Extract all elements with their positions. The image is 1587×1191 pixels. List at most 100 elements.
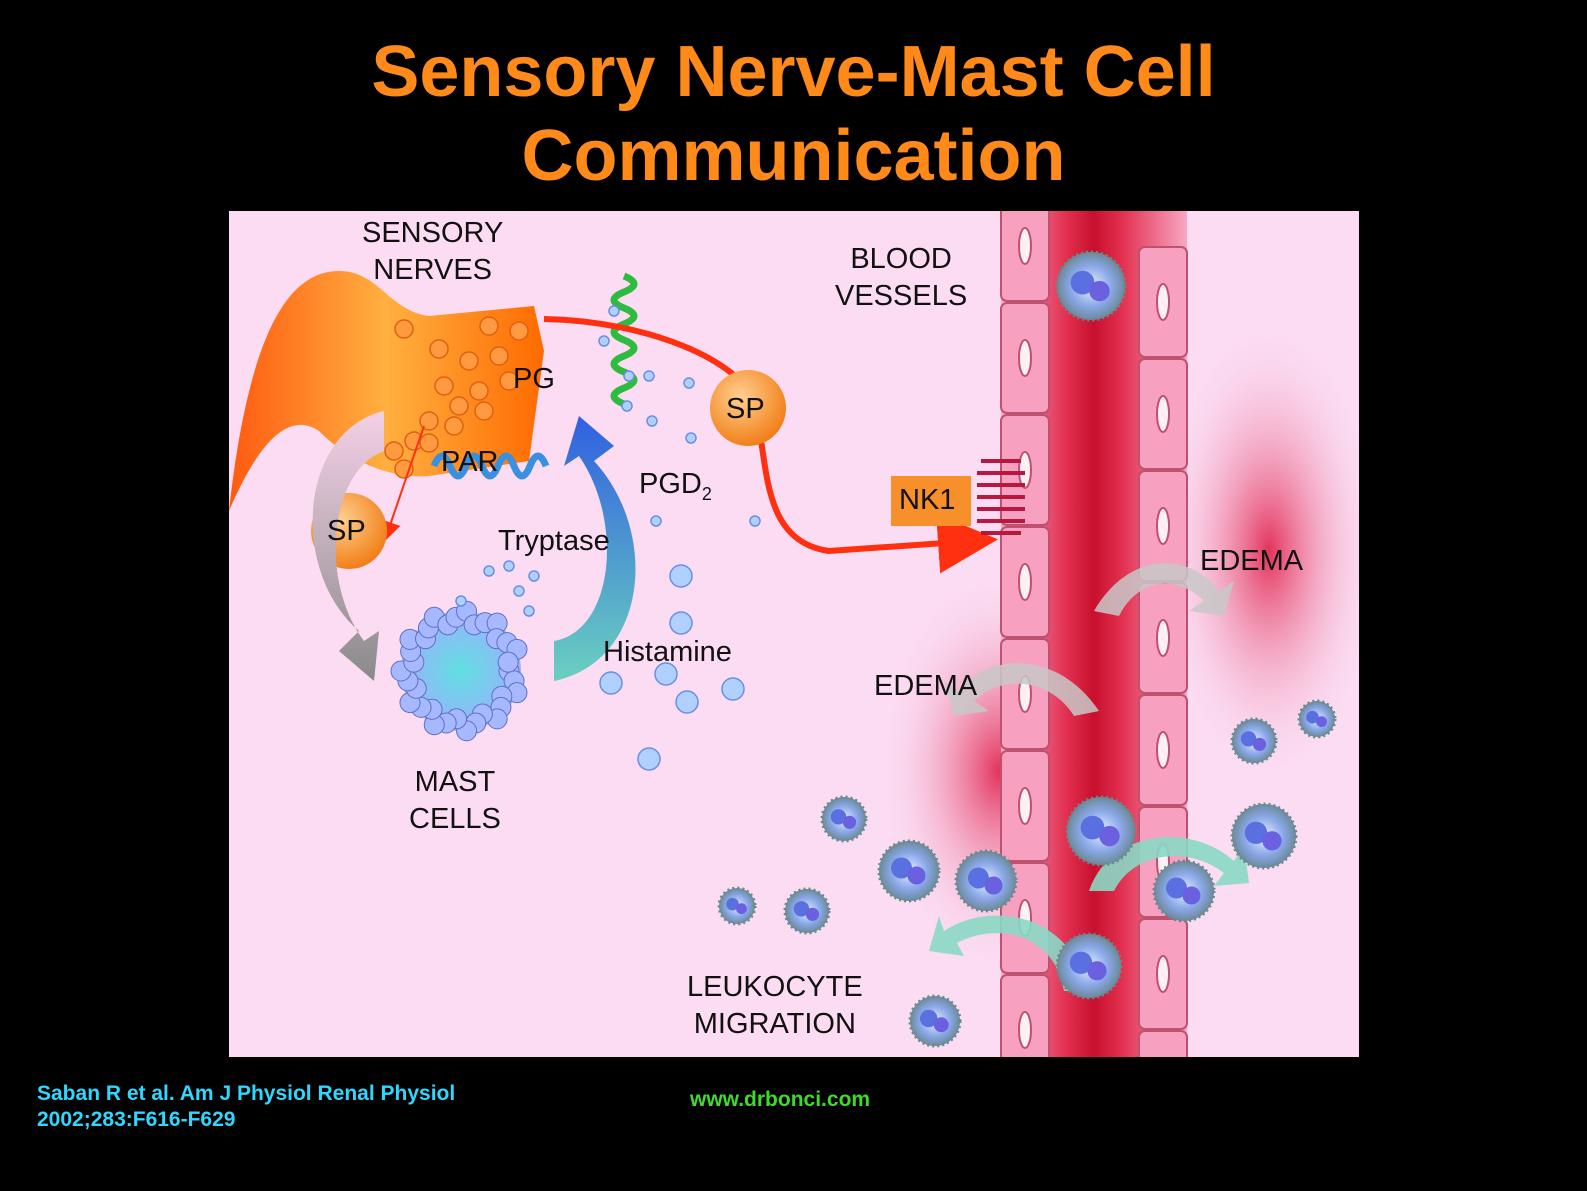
mediator-dot <box>523 605 535 617</box>
leukocyte-nucleus-lobe <box>726 897 739 911</box>
nerve-vesicle <box>419 433 439 453</box>
endothelial-nucleus <box>1156 731 1170 769</box>
nerve-vesicle <box>419 411 439 431</box>
slide-title-line1: Sensory Nerve-Mast Cell <box>371 32 1216 112</box>
label-nk1: NK1 <box>899 484 956 516</box>
endothelial-cell <box>1138 1030 1188 1057</box>
leukocyte-nucleus-lobe <box>1182 886 1201 905</box>
leukocyte <box>877 839 941 903</box>
leukocyte <box>1152 859 1216 923</box>
nerve-vesicle <box>434 376 454 396</box>
endothelial-nucleus <box>1018 563 1032 601</box>
mediator-dot <box>608 305 620 317</box>
endothelial-nucleus <box>1018 451 1032 489</box>
leukocyte-nucleus-lobe <box>907 866 926 885</box>
label-histamine: Histamine <box>603 636 732 668</box>
leukocyte-nucleus-lobe <box>1240 731 1257 747</box>
mediator-dot <box>683 377 695 389</box>
nerve-vesicle <box>474 401 494 421</box>
leukocyte-nucleus-lobe <box>984 876 1003 895</box>
citation-line2: 2002;283:F616-F629 <box>37 1108 236 1131</box>
leukocyte-nucleus-lobe <box>1070 270 1095 295</box>
leukocytes <box>717 250 1337 1048</box>
leukocyte-nucleus-lobe <box>1069 951 1093 974</box>
sp-left-arrow <box>381 425 425 542</box>
nerve-vesicle <box>429 339 449 359</box>
leukocyte <box>1230 802 1298 870</box>
mediator-dot <box>654 662 678 686</box>
leukocyte <box>1230 717 1278 765</box>
mediator-dot <box>623 370 635 382</box>
nerve-vesicle <box>384 441 404 461</box>
leukocyte-nucleus-lobe <box>933 1017 949 1033</box>
label-pgd2-subscript: 2 <box>701 483 712 504</box>
leukocyte-nucleus-lobe <box>842 815 857 829</box>
edema-cloud-right <box>1159 321 1359 781</box>
label-sp-left: SP <box>327 515 366 547</box>
leukocyte <box>1065 795 1137 867</box>
mediator-dot <box>528 570 540 582</box>
sensory-nerve <box>229 271 544 511</box>
label-edema-right: EDEMA <box>1200 545 1304 577</box>
endothelial-nucleus <box>1156 955 1170 993</box>
leukocyte <box>717 886 757 926</box>
leukocyte-nucleus-lobe <box>1262 831 1282 851</box>
label-blood-vessels: BLOOD VESSELS <box>835 243 968 312</box>
leukocyte <box>908 994 962 1048</box>
leukocyte-nucleus-lobe <box>1099 825 1120 847</box>
nerve-vesicle <box>444 416 464 436</box>
endothelial-nucleus <box>1156 283 1170 321</box>
endothelial-nucleus <box>1018 1011 1032 1049</box>
leukocyte-nucleus-lobe <box>1087 961 1107 981</box>
leukocyte <box>1055 250 1127 322</box>
mediator-dot <box>513 585 525 597</box>
mediator-dot <box>650 515 662 527</box>
edema-arrow-left <box>944 663 1099 716</box>
mediator-dot <box>685 432 697 444</box>
label-edema-left: EDEMA <box>874 670 978 702</box>
mediator-dot <box>669 564 693 588</box>
leukocyte <box>820 795 868 843</box>
edema-arrow-right <box>1094 563 1234 616</box>
mediator-dot <box>483 565 495 577</box>
mediator-dot <box>598 335 610 347</box>
label-pgd2: PGD2 <box>639 468 712 504</box>
leukocyte <box>1297 699 1337 739</box>
diagram-figure: SENSORY NERVES BLOOD VESSELS PG PAR SP S… <box>229 211 1359 1057</box>
leukocyte-nucleus-lobe <box>1080 815 1105 840</box>
teal-curved-arrow <box>554 416 636 681</box>
label-pg: PG <box>513 363 555 395</box>
mediator-dot <box>503 560 515 572</box>
leukocyte-nucleus-lobe <box>968 867 989 889</box>
leukocyte <box>954 849 1018 913</box>
pg-receptor <box>610 272 638 408</box>
label-tryptase: Tryptase <box>498 525 610 557</box>
endothelial-nucleus <box>1018 787 1032 825</box>
leukocyte-nucleus-lobe <box>1316 716 1327 728</box>
mediator-dot <box>721 677 745 701</box>
grey-curved-arrow <box>312 411 384 681</box>
nerve-vesicle <box>394 319 414 339</box>
mediator-dot <box>643 370 655 382</box>
leukocyte-nucleus-lobe <box>920 1009 938 1028</box>
leukocyte <box>783 887 831 935</box>
label-par: PAR <box>441 446 499 478</box>
nerve-vesicle <box>459 351 479 371</box>
slide-title: Sensory Nerve-Mast Cell Communication <box>0 30 1587 198</box>
leukocyte-nucleus-lobe <box>1306 710 1319 724</box>
mast-granule <box>497 651 519 673</box>
mediator-dot <box>455 595 467 607</box>
leukocyte-nucleus-lobe <box>1252 737 1267 751</box>
mediator-dot <box>637 747 661 771</box>
sp-circle-top <box>710 370 786 446</box>
endothelial-nucleus <box>1156 619 1170 657</box>
leukocyte-nucleus-lobe <box>891 857 912 879</box>
label-mast-cells: MAST CELLS <box>409 766 501 835</box>
par-receptor <box>430 452 550 480</box>
leukocyte-nucleus-lobe <box>1166 877 1187 899</box>
mediator-dots <box>455 305 761 771</box>
mast-cell-granules <box>390 600 528 742</box>
migration-arrow-lower <box>929 915 1089 991</box>
website-link[interactable]: www.drbonci.com <box>690 1088 871 1111</box>
leukocyte-nucleus-lobe <box>793 901 810 917</box>
